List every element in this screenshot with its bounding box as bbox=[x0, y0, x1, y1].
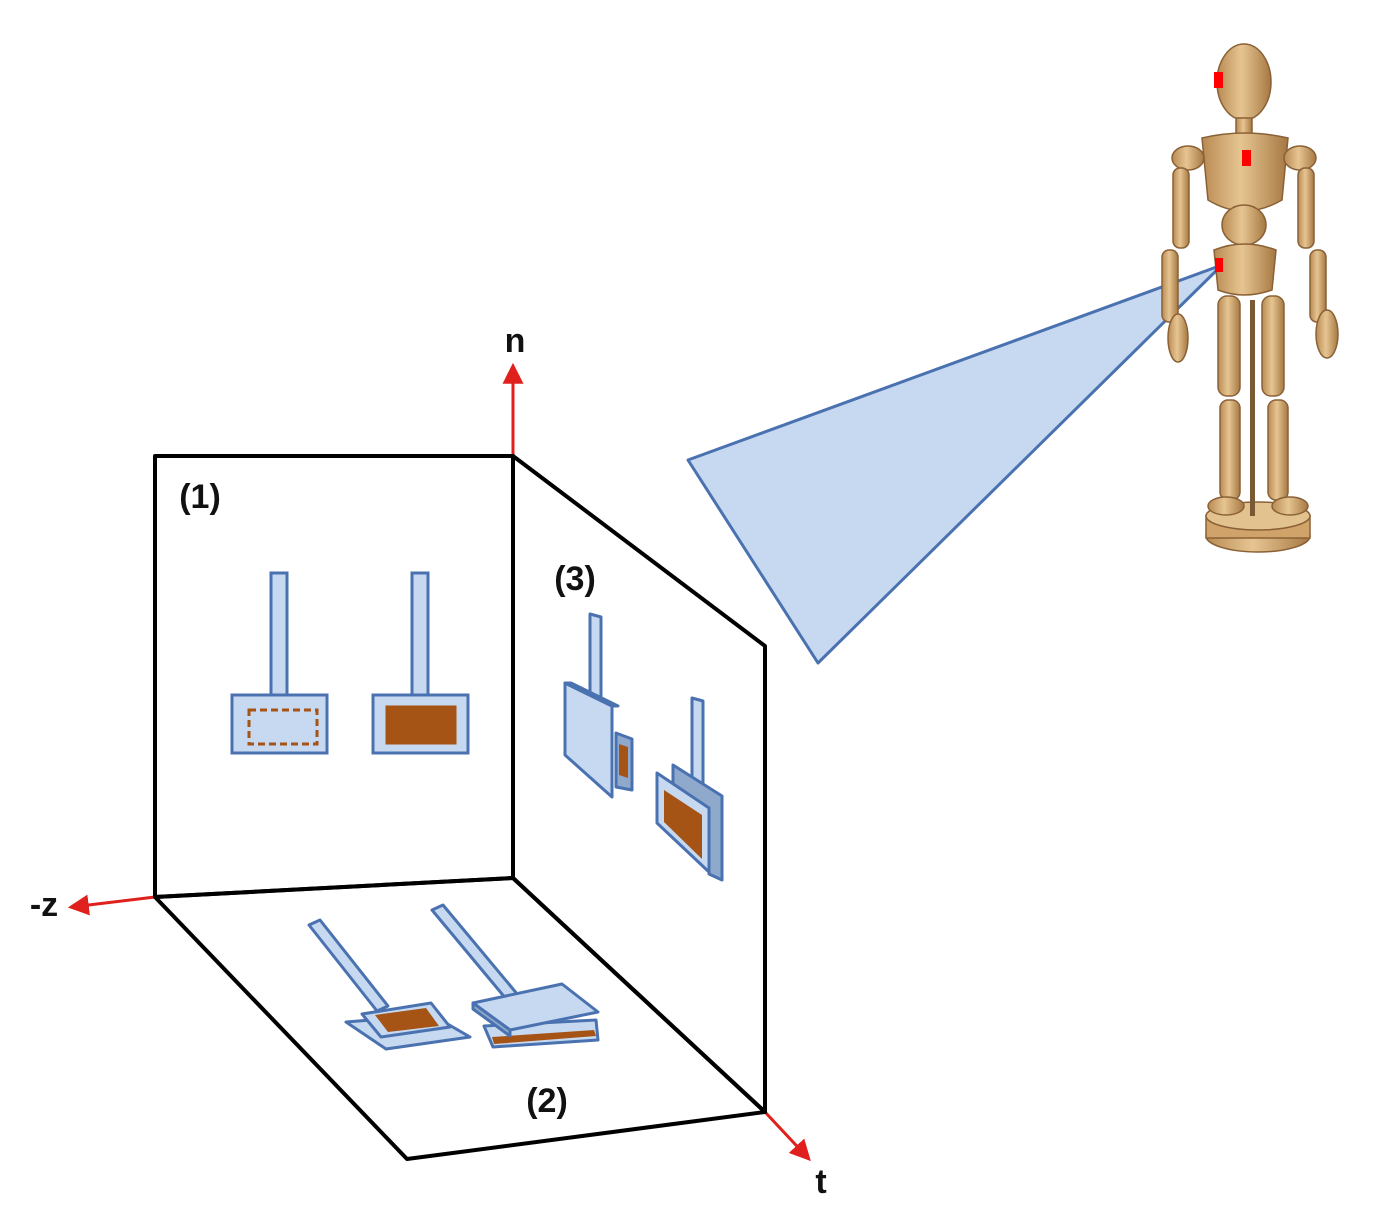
plane-2-outline bbox=[153, 876, 767, 1161]
wooden-mannequin-icon bbox=[1161, 43, 1339, 553]
plane-2-label: (2) bbox=[526, 1082, 568, 1120]
mannequin-sensor-markers bbox=[1214, 72, 1251, 272]
plane-1-sensor-empty bbox=[230, 571, 329, 755]
axis-t-label: t bbox=[815, 1163, 826, 1201]
plane-3-sensor-back bbox=[655, 696, 724, 882]
plane-3-sensor-front bbox=[563, 612, 634, 799]
plane-1-label: (1) bbox=[179, 478, 221, 516]
projection-beam bbox=[686, 263, 1224, 665]
plane-2-sensor-right bbox=[430, 903, 600, 1049]
axis-z: -z bbox=[30, 886, 156, 924]
axis-n-label: n bbox=[505, 322, 526, 360]
plane-frame bbox=[153, 454, 767, 1161]
hip-sensor-marker bbox=[1215, 258, 1223, 272]
plane-1-outline bbox=[153, 454, 515, 899]
plane-3-label: (3) bbox=[554, 560, 596, 598]
axis-z-label: -z bbox=[30, 886, 58, 924]
chest-sensor-marker bbox=[1242, 150, 1251, 166]
axis-t: t bbox=[763, 1110, 827, 1201]
plane-2-sensor-left bbox=[307, 918, 472, 1051]
head-sensor-marker bbox=[1214, 72, 1223, 88]
axis-n: n bbox=[502, 322, 526, 456]
plane-1-sensor-filled bbox=[371, 571, 470, 755]
